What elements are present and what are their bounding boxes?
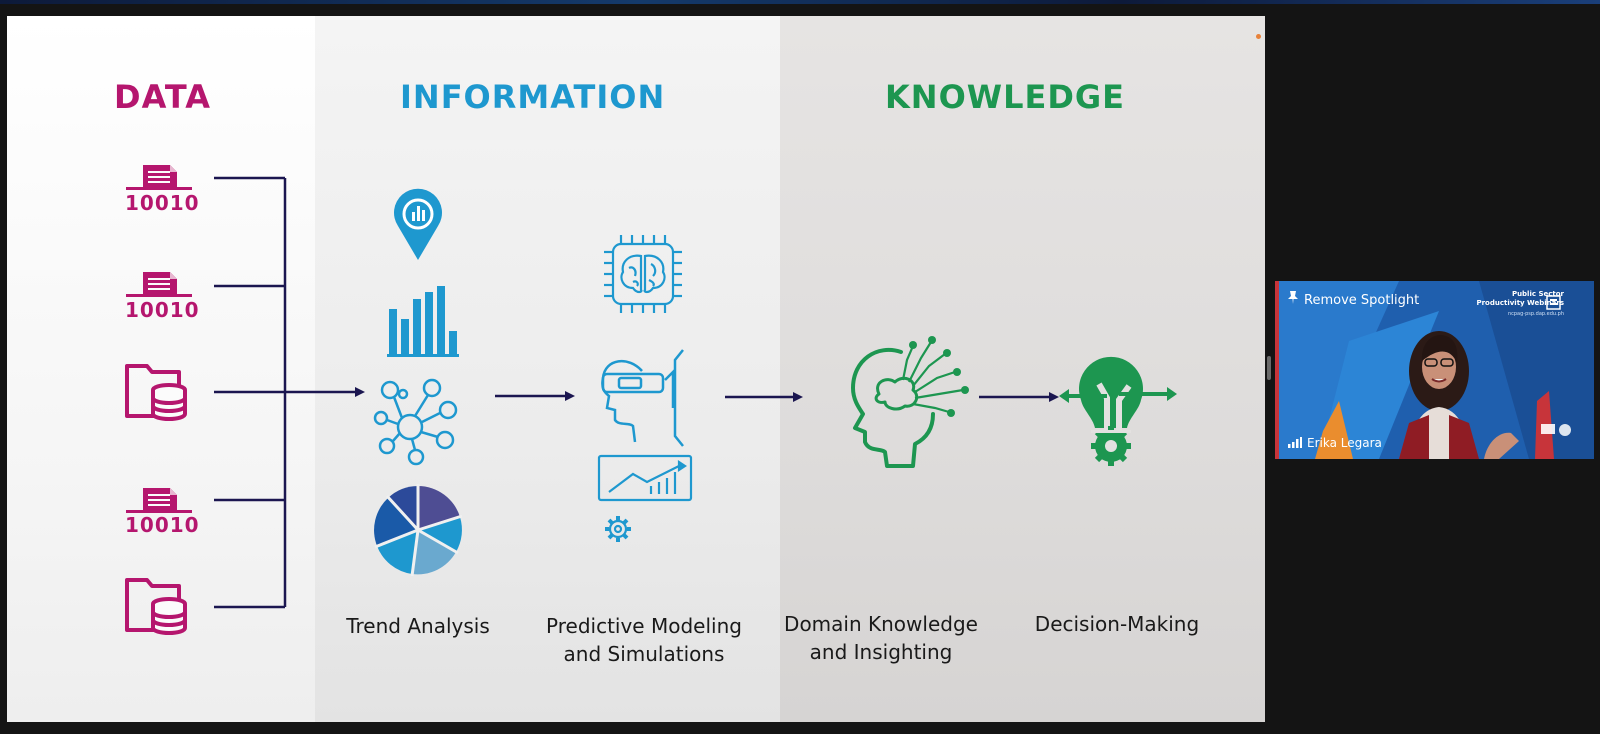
- circuit-lines: [901, 341, 964, 414]
- speaker-video-tile[interactable]: Remove Spotlight Public Sector Productiv…: [1275, 281, 1594, 459]
- binary-label: 10010: [125, 513, 200, 537]
- flow-arrows: [355, 387, 1059, 402]
- knowledge-panel: [780, 16, 1265, 722]
- lightbulb-gear-decision-icon: [1059, 356, 1177, 466]
- location-chart-pin-icon: [394, 188, 442, 260]
- folder-database-icon: [125, 578, 187, 635]
- binary-label: 10010: [125, 191, 200, 215]
- document-binary-icon: [126, 165, 192, 190]
- heading-data: DATA: [114, 78, 211, 116]
- information-panel: [315, 16, 780, 722]
- document-binary-icon: [126, 272, 192, 297]
- panel-resize-handle[interactable]: [1267, 356, 1271, 380]
- caption-domain-knowledge: Domain Knowledge and Insighting: [784, 612, 978, 664]
- bar-chart-icon: [387, 286, 459, 357]
- head-circuit-icon: [851, 347, 935, 468]
- caption-predictive-modeling: Predictive Modeling and Simulations: [546, 614, 742, 666]
- window-top-bar: [0, 0, 1600, 4]
- webinar-brand-text: Public Sector Productivity Webinars: [1476, 290, 1564, 307]
- presentation-slide: DATA INFORMATION KNOWLEDGE: [7, 16, 1265, 722]
- circuit-nodes: [909, 336, 969, 417]
- remove-spotlight-button[interactable]: Remove Spotlight: [1288, 291, 1419, 308]
- document-binary-icon: [126, 488, 192, 513]
- analytics-gear-icon: [597, 454, 693, 542]
- remove-spotlight-label: Remove Spotlight: [1304, 293, 1420, 308]
- signal-strength-icon: [1288, 437, 1302, 451]
- data-connector-bracket: [214, 176, 357, 609]
- pin-icon: [1288, 291, 1298, 308]
- slide-indicator-dot: [1256, 34, 1261, 39]
- participant-name-tag: Erika Legara: [1288, 436, 1382, 451]
- pie-chart-icon: [374, 484, 463, 577]
- heading-knowledge: KNOWLEDGE: [885, 78, 1126, 116]
- webinar-brand-url: ncpag-psp.dap.edu.ph: [1507, 311, 1564, 317]
- slide-artwork: [125, 165, 1177, 635]
- video-background: [1279, 281, 1594, 459]
- caption-decision-making: Decision-Making: [1034, 612, 1200, 636]
- participant-name: Erika Legara: [1307, 436, 1382, 450]
- folder-database-icon: [125, 364, 187, 421]
- ai-brain-chip-icon: [604, 235, 682, 313]
- network-nodes-icon: [373, 378, 458, 466]
- vr-headset-person-icon: [601, 349, 684, 447]
- binary-label: 10010: [125, 298, 200, 322]
- caption-trend-analysis: Trend Analysis: [346, 614, 490, 638]
- heading-information: INFORMATION: [400, 78, 666, 116]
